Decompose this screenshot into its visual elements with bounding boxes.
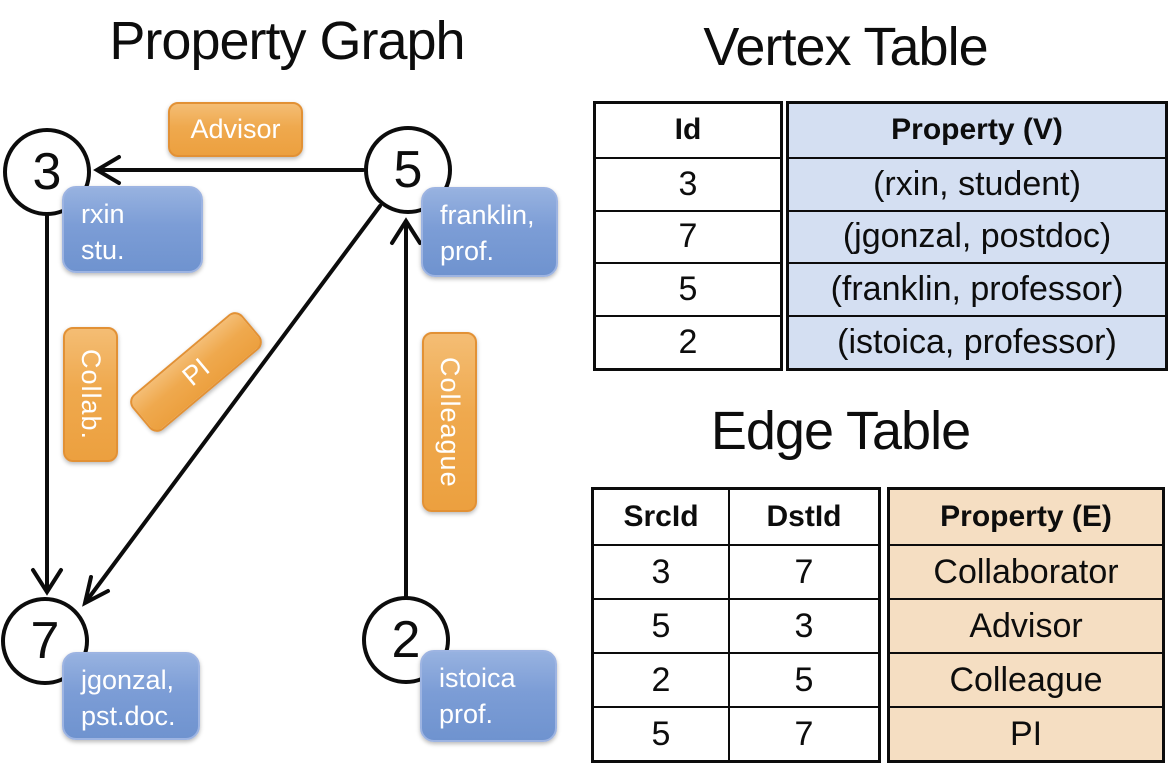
table-row: 5 7 (594, 706, 878, 760)
graph-node-3: 3 (3, 128, 91, 216)
vertex-property-cell: (rxin, student) (873, 164, 1081, 203)
table-row: (jgonzal, postdoc) (789, 209, 1165, 263)
vertex-id-cell: 3 (678, 164, 698, 203)
edge-srcid-cell: 3 (651, 552, 671, 591)
table-row: (istoica, professor) (789, 315, 1165, 368)
table-row: Collaborator (890, 544, 1162, 598)
table-row: 3 (596, 156, 780, 210)
vertex-id-cell: 2 (678, 323, 698, 362)
vertex-table-id-column: Id 3 7 5 2 (593, 101, 783, 371)
table-row: 2 (596, 315, 780, 368)
edge-label-colleague: Colleague (422, 332, 477, 512)
edge-table-dstid-header: DstId (728, 490, 878, 544)
vertex-table-id-header: Id (674, 113, 702, 147)
vertex-prop-franklin-line2: prof. (440, 236, 495, 266)
table-row: 2 5 (594, 652, 878, 706)
edge-5-7-arrowhead (82, 575, 110, 607)
vertex-id-cell: 5 (678, 270, 698, 309)
edge-table-id-columns: SrcId DstId 3 7 5 3 2 5 5 7 (591, 487, 881, 763)
table-row: 3 7 (594, 544, 878, 598)
vertex-prop-istoica-line2: prof. (439, 699, 494, 729)
table-row: PI (890, 706, 1162, 760)
edge-3-7-arrowhead (31, 568, 63, 596)
vertex-prop-istoica-line1: istoica (439, 663, 516, 693)
edge-table-title: Edge Table (710, 401, 971, 461)
node-7-label: 7 (30, 612, 60, 670)
edge-table-header-row: SrcId DstId (594, 490, 878, 544)
edge-dstid-cell: 5 (728, 654, 878, 706)
edge-table-property-header: Property (E) (940, 500, 1112, 533)
edge-label-advisor-text: Advisor (190, 114, 281, 144)
vertex-table-header-row: Id (596, 104, 780, 157)
vertex-table-property-column: Property (V) (rxin, student) (jgonzal, p… (786, 101, 1168, 371)
edge-label-collab: Collab. (63, 327, 118, 462)
table-row: (franklin, professor) (789, 262, 1165, 315)
node-5-label: 5 (393, 141, 423, 199)
edge-srcid-cell: 2 (651, 660, 671, 699)
edge-table-srcid-header: SrcId (623, 500, 699, 533)
edge-label-collab-text: Collab. (76, 348, 106, 441)
edge-property-cell: Advisor (969, 606, 1083, 645)
property-graph-title: Property Graph (109, 11, 465, 71)
vertex-prop-rxin-line2: stu. (81, 235, 125, 265)
edge-srcid-cell: 5 (651, 714, 671, 753)
vertex-table-title: Vertex Table (703, 17, 988, 77)
edge-property-cell: Collaborator (933, 552, 1119, 591)
edge-5-3-arrowhead (93, 155, 121, 185)
edge-2-5-arrowhead (390, 217, 422, 245)
vertex-prop-box-rxin: rxin stu. (62, 186, 203, 273)
vertex-id-cell: 7 (678, 217, 698, 256)
edge-dstid-cell: 3 (728, 600, 878, 652)
vertex-prop-jgonzal-line1: jgonzal, (81, 665, 175, 695)
node-3-label: 3 (32, 143, 62, 201)
edge-property-cell: Colleague (949, 660, 1103, 699)
edge-table-property-column: Property (E) Collaborator Advisor Collea… (887, 487, 1165, 763)
table-row: 5 (596, 262, 780, 315)
edge-dstid-cell: 7 (728, 546, 878, 598)
vertex-property-cell: (istoica, professor) (837, 323, 1117, 362)
vertex-property-cell: (jgonzal, postdoc) (842, 217, 1112, 256)
vertex-prop-rxin-line1: rxin (81, 199, 125, 229)
vertex-prop-jgonzal-line2: pst.doc. (81, 701, 176, 731)
vertex-prop-box-franklin: franklin, prof. (421, 187, 558, 277)
table-row: Colleague (890, 652, 1162, 706)
edge-label-pi: PI (126, 308, 266, 436)
table-row: (rxin, student) (789, 156, 1165, 210)
edge-label-colleague-text: Colleague (435, 356, 465, 488)
edge-label-advisor: Advisor (168, 102, 303, 157)
vertex-prop-box-jgonzal: jgonzal, pst.doc. (62, 652, 200, 740)
table-row: 5 3 (594, 598, 878, 652)
node-2-label: 2 (391, 611, 421, 669)
edge-dstid-cell: 7 (728, 708, 878, 760)
vertex-prop-franklin-line1: franklin, (440, 200, 535, 230)
vertex-table-header-row: Property (V) (789, 104, 1165, 157)
edge-srcid-cell: 5 (651, 606, 671, 645)
edge-property-cell: PI (1009, 714, 1043, 753)
vertex-property-cell: (franklin, professor) (830, 270, 1124, 309)
edge-label-pi-text: PI (176, 351, 216, 392)
vertex-table-property-header: Property (V) (891, 113, 1063, 147)
table-row: Advisor (890, 598, 1162, 652)
table-row: 7 (596, 209, 780, 263)
vertex-prop-box-istoica: istoica prof. (420, 650, 557, 742)
edge-table-header-row: Property (E) (890, 490, 1162, 544)
